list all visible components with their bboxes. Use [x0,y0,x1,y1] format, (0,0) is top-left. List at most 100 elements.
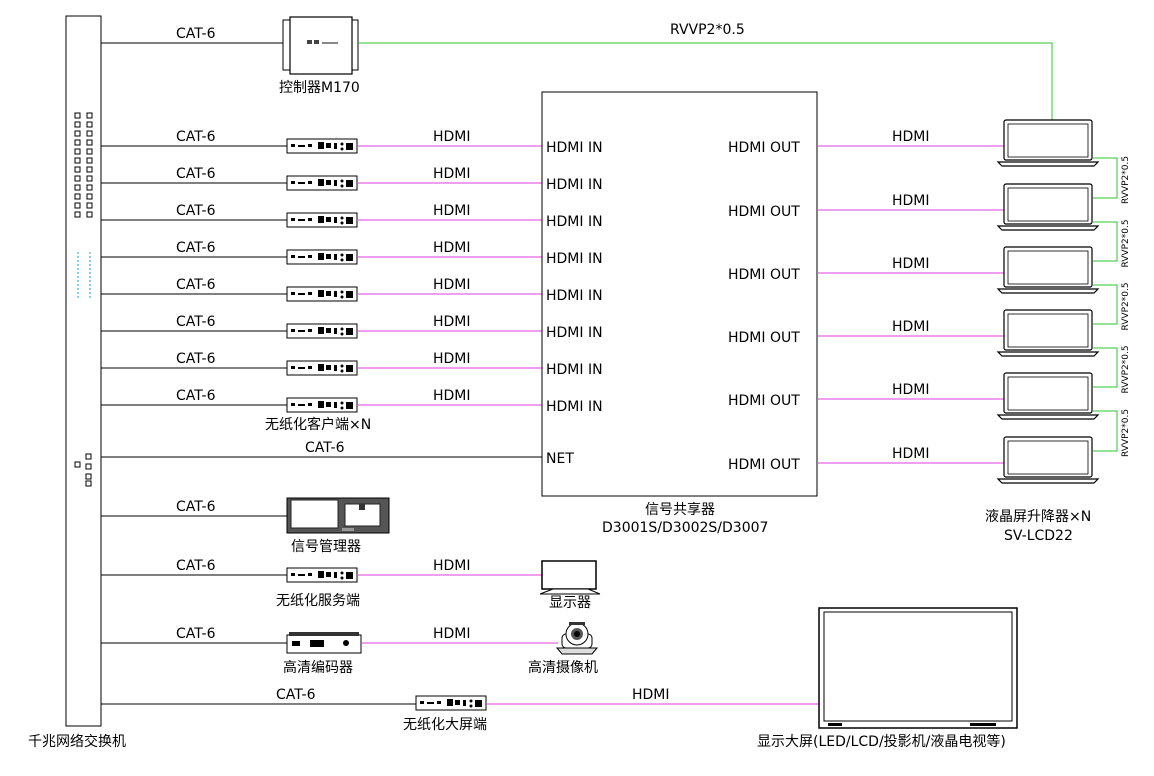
switch-port [74,202,81,209]
display-hdmi-label: HDMI [892,382,930,398]
client-cable-label: CAT-6 [176,129,216,145]
signal-manager-cable-label: CAT-6 [176,499,216,515]
rvvp-chain-label: RVVP2*0.5 [1121,409,1131,457]
rvvp-chain-label: RVVP2*0.5 [1121,282,1131,330]
switch-port [74,166,81,173]
switch-port [74,184,81,191]
server-device [286,567,358,583]
controller-label: 控制器M170 [279,80,360,96]
switch-port [74,211,81,218]
displays-model: SV-LCD22 [1004,528,1073,544]
rvvp-chain-line [1093,221,1118,262]
client-hdmi-label: HDMI [433,240,471,256]
switch-port [74,157,81,164]
display-hdmi-label: HDMI [892,256,930,272]
client-device [286,175,358,191]
client-cable-label: CAT-6 [176,203,216,219]
switch-port [86,148,93,155]
switch-port [86,130,93,137]
switch-ports [74,112,93,218]
big-screen-client-label: 无纸化大屏端 [403,717,487,733]
big-screen-label: 显示大屏(LED/LCD/投影机/液晶电视等) [757,733,1006,750]
client-hdmi-label: HDMI [433,203,471,219]
sharer-output-label: HDMI OUT [728,140,800,156]
big-screen-client-hdmi-label: HDMI [632,687,670,703]
client-hdmi-label: HDMI [433,388,471,404]
big-screen-client-device [415,695,487,711]
rvvp-chain-line [1093,284,1118,325]
switch-port [74,193,81,200]
big-screen-display [818,607,1018,729]
rvvp-chain-line [1093,157,1118,199]
display-hdmi-label: HDMI [892,319,930,335]
client-cable-label: CAT-6 [176,388,216,404]
rvvp-chain-label: RVVP2*0.5 [1121,219,1131,267]
switch-port [86,166,93,173]
client-cable-label: CAT-6 [176,240,216,256]
server-label: 无纸化服务端 [276,593,360,609]
monitor-label: 显示器 [549,595,591,611]
encoder-device [286,632,362,654]
sharer-output-label: HDMI OUT [728,330,800,346]
switch-small-ports [74,453,92,487]
rvvp-chain-label: RVVP2*0.5 [1121,156,1131,204]
client-hdmi-label: HDMI [433,351,471,367]
client-device [286,212,358,228]
client-cable-label: CAT-6 [176,166,216,182]
switch-port [74,148,81,155]
client-hdmi-label: HDMI [433,166,471,182]
switch-port [74,130,81,137]
switch-port [74,175,81,182]
sharer-input-label: HDMI IN [546,399,603,415]
controller-device [282,16,359,75]
client-device [286,360,358,376]
switch-port [86,202,93,209]
switch-port [86,175,93,182]
controller-rvvp-line [358,42,1053,120]
client-cable-label: CAT-6 [176,351,216,367]
sharer-input-label: HDMI IN [546,362,603,378]
switch-port [74,121,81,128]
switch-port [86,157,93,164]
client-hdmi-label: HDMI [433,314,471,330]
switch-port [86,139,93,146]
switch-port [86,184,93,191]
switch-label: 千兆网络交换机 [28,733,126,750]
sharer-input-label: HDMI IN [546,177,603,193]
server-cable-label: CAT-6 [176,558,216,574]
server-hdmi-label: HDMI [433,558,471,574]
lcd-lift-display [997,309,1099,357]
lcd-lift-display [997,119,1099,167]
sharer-net-label: NET [546,451,574,467]
switch-port [74,112,81,119]
client-cable-label: CAT-6 [176,277,216,293]
client-device [286,249,358,265]
lcd-lift-display [997,246,1099,294]
sharer-input-label: HDMI IN [546,251,603,267]
sharer-label: 信号共享器 [645,501,715,518]
sharer-input-label: HDMI IN [546,325,603,341]
client-hdmi-label: HDMI [433,129,471,145]
monitor-icon [539,560,601,595]
display-hdmi-label: HDMI [892,129,930,145]
rvvp-chain-line [1093,410,1118,452]
camera-icon [555,622,599,655]
clients-label: 无纸化客户端×N [265,416,371,433]
lcd-lift-display [997,436,1099,484]
switch-port [86,121,93,128]
controller-rvvp-label: RVVP2*0.5 [670,22,745,38]
client-hdmi-label: HDMI [433,277,471,293]
client-device [286,397,358,413]
big-screen-client-cable-label: CAT-6 [276,687,316,703]
encoder-label: 高清编码器 [283,659,353,676]
signal-sharer [541,91,818,497]
client-cable-label: CAT-6 [176,314,216,330]
sharer-output-label: HDMI OUT [728,267,800,283]
controller-cable-label: CAT-6 [176,26,216,42]
sharer-output-label: HDMI OUT [728,457,800,473]
displays-label: 液晶屏升降器×N [985,509,1091,525]
lcd-lift-display [997,183,1099,231]
encoder-hdmi-label: HDMI [433,626,471,642]
